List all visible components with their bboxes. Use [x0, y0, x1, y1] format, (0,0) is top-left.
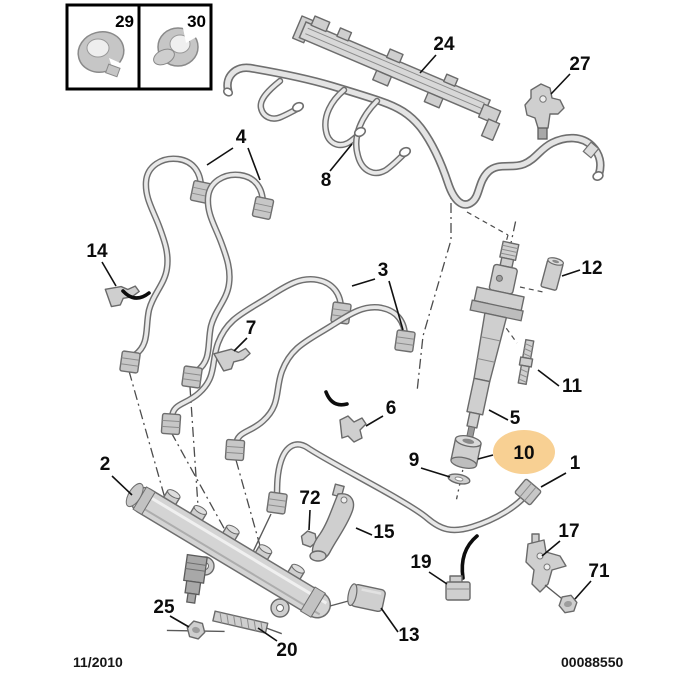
- callout-24[interactable]: 24: [433, 34, 455, 55]
- part-19-clip: [445, 575, 471, 601]
- callout-25[interactable]: 25: [153, 597, 175, 618]
- part-5-injector: [455, 221, 525, 500]
- inset-29-label: 29: [115, 12, 134, 31]
- footer-date: 11/2010: [73, 654, 123, 670]
- callout-17[interactable]: 17: [558, 521, 579, 542]
- callout-14[interactable]: 14: [86, 241, 108, 262]
- inset-box-30: 30: [137, 3, 213, 91]
- callout-9[interactable]: 9: [409, 450, 420, 471]
- callout-4[interactable]: 4: [236, 127, 247, 148]
- callout-7[interactable]: 7: [246, 318, 257, 339]
- part-6-clip: [339, 415, 367, 443]
- callout-71[interactable]: 71: [588, 561, 610, 582]
- part-27-bracket: [524, 83, 565, 140]
- position-arrow-6: [324, 390, 349, 407]
- footer-doc-number: 00088550: [561, 654, 624, 670]
- callout-2[interactable]: 2: [100, 454, 111, 475]
- part-8-leak-off-pipe: [222, 63, 605, 209]
- part-3-pipe-d: [224, 303, 416, 462]
- callout-11[interactable]: 11: [562, 376, 583, 397]
- part-10-seal: [450, 435, 482, 469]
- part-25-nut: [166, 620, 225, 640]
- part-71-nut: [558, 594, 578, 614]
- callout-19[interactable]: 19: [410, 552, 431, 573]
- callout-10[interactable]: 10: [513, 443, 534, 464]
- leader-lines: [101, 54, 592, 642]
- part-11-stud: [517, 338, 535, 386]
- callout-13[interactable]: 13: [398, 625, 419, 646]
- callout-12[interactable]: 12: [581, 258, 602, 279]
- part-12-sleeve: [540, 257, 564, 291]
- assembly-axis-lines: [128, 183, 544, 561]
- rail-lug-2-hole: [276, 604, 284, 612]
- callout-20[interactable]: 20: [276, 640, 297, 661]
- callout-1[interactable]: 1: [570, 453, 581, 474]
- part-2-fuel-rail: [125, 482, 332, 619]
- part-17-bracket: [525, 533, 567, 603]
- callout-3[interactable]: 3: [378, 260, 389, 281]
- part-10-highlight: [493, 430, 555, 474]
- inset-box-29: 29: [65, 3, 141, 91]
- part-1-pipe: [250, 441, 542, 557]
- part-14-clip: [104, 285, 140, 308]
- position-arrow-19: [460, 534, 479, 580]
- callout-8[interactable]: 8: [321, 170, 332, 191]
- callout-72[interactable]: 72: [299, 488, 320, 509]
- callout-27[interactable]: 27: [569, 54, 590, 75]
- callout-15[interactable]: 15: [373, 522, 395, 543]
- part-4-pipe-a: [119, 155, 213, 374]
- position-arrow-14: [121, 289, 151, 300]
- part-15-support-arm: [309, 483, 355, 562]
- part-24-rail: [291, 15, 502, 142]
- callout-labels: 24 27 4 8 14 3 7 12 11 5 6 9 10 1 2 72 1…: [86, 34, 610, 661]
- callout-5[interactable]: 5: [510, 408, 521, 429]
- part-9-washer: [447, 473, 471, 485]
- callout-6[interactable]: 6: [386, 398, 397, 419]
- part-13-damper: [329, 583, 386, 613]
- rail-pressure-sensor: [183, 553, 208, 604]
- part-3-pipe-c: [160, 275, 352, 436]
- part-4-pipe-b: [181, 171, 275, 389]
- inset-30-label: 30: [187, 12, 206, 31]
